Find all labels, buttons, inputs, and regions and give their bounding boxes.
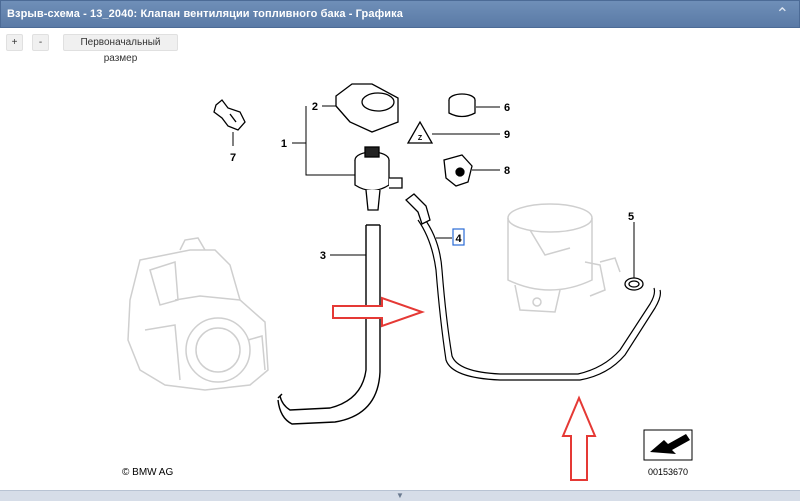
chevron-up-icon[interactable]: ⌃ bbox=[775, 6, 789, 23]
canister-drawing bbox=[507, 203, 621, 313]
chevron-down-icon[interactable]: ▼ bbox=[396, 491, 404, 500]
throttle-body-drawing bbox=[127, 237, 269, 391]
part-2-holder-drawing bbox=[335, 83, 399, 133]
zoom-in-button[interactable]: + bbox=[6, 34, 23, 51]
zoom-out-button[interactable]: - bbox=[32, 34, 49, 51]
diagram-canvas[interactable]: Z 1 2 3 5 6 7 8 9 bbox=[0, 56, 800, 490]
part-5-clamp-drawing bbox=[624, 277, 644, 291]
reset-size-button[interactable]: Первоначальный размер bbox=[63, 34, 178, 64]
callout-4[interactable]: 4 bbox=[455, 233, 462, 245]
svg-text:Z: Z bbox=[418, 135, 423, 142]
bottom-scrollbar[interactable]: ▼ bbox=[0, 490, 800, 501]
toolbar: + - Первоначальный размер bbox=[0, 28, 800, 64]
part-4-elbow-drawing bbox=[405, 193, 431, 225]
arrow-right-annotation bbox=[332, 296, 426, 328]
callout-7[interactable]: 7 bbox=[230, 152, 236, 164]
callout-1[interactable]: 1 bbox=[281, 138, 287, 150]
part-8-clip-drawing bbox=[443, 154, 473, 187]
part-9-warning-triangle-drawing: Z bbox=[406, 120, 434, 144]
window-titlebar: Взрыв-схема - 13_2040: Клапан вентиляции… bbox=[0, 0, 800, 28]
callout-9[interactable]: 9 bbox=[504, 129, 510, 141]
arrow-up-annotation bbox=[561, 395, 597, 481]
leader-lines bbox=[232, 105, 635, 278]
copyright-label: © BMW AG bbox=[122, 467, 173, 478]
callout-6[interactable]: 6 bbox=[504, 102, 510, 114]
hose-3-drawing bbox=[277, 224, 381, 425]
part-1-valve-drawing bbox=[354, 146, 403, 211]
part-6-cap-drawing bbox=[448, 93, 476, 118]
callout-labels: 1 2 3 5 6 7 8 9 bbox=[230, 101, 634, 262]
window-title: Взрыв-схема - 13_2040: Клапан вентиляции… bbox=[7, 8, 403, 20]
red-annotation-arrows bbox=[332, 296, 597, 481]
part-7-clamp-drawing bbox=[213, 99, 246, 131]
callout-3[interactable]: 3 bbox=[320, 250, 326, 262]
hose-4-drawing bbox=[417, 217, 662, 381]
drawing-number: 00153670 bbox=[648, 467, 688, 477]
callout-8[interactable]: 8 bbox=[504, 165, 510, 177]
orientation-icon bbox=[643, 429, 693, 461]
callout-5[interactable]: 5 bbox=[628, 211, 634, 223]
callout-2[interactable]: 2 bbox=[312, 101, 318, 113]
callout-4-selected[interactable]: 4 bbox=[452, 228, 465, 246]
